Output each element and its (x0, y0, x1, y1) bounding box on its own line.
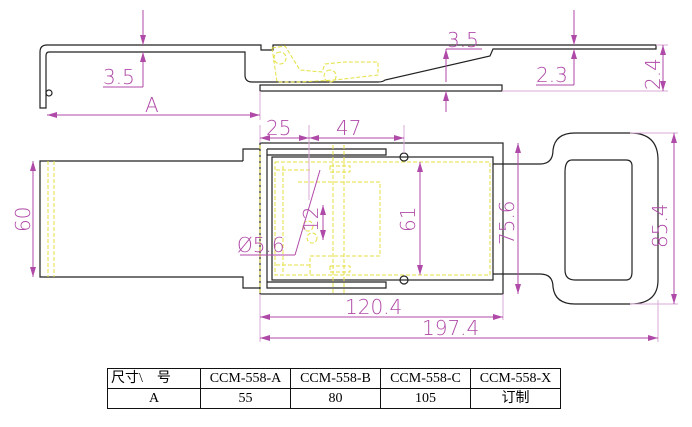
handle-outer (493, 132, 659, 305)
dim-handle-height: 85.4 (648, 203, 672, 248)
hidden-mechanism (259, 145, 491, 294)
table-row: A 55 80 105 订制 (107, 388, 561, 409)
dim-base-length: 120.4 (345, 295, 402, 319)
dim-hole-spacing: 12 (299, 207, 323, 232)
slider-plate (271, 156, 494, 281)
dim-offset-25: 25 (266, 116, 291, 140)
table-cell: 订制 (470, 388, 561, 409)
dim-base-width: 75.6 (495, 200, 519, 245)
dim-mid-gap: 3.5 (447, 28, 479, 52)
dim-hole-diameter: Ø5.6 (237, 233, 285, 257)
table-header-row: 尺寸\ 号 CCM-558-A CCM-558-B CCM-558-C CCM-… (107, 368, 561, 389)
table-header-cell: CCM-558-B (290, 368, 381, 389)
table-cell: A (107, 388, 201, 409)
base-frame (259, 142, 504, 295)
dim-right-height: 2.4 (641, 58, 665, 90)
strap-outline (39, 148, 260, 289)
leader-line (294, 169, 321, 256)
hidden-hole (306, 232, 318, 244)
side-pin-hole (45, 89, 53, 97)
dim-total-length: 197.4 (422, 316, 479, 340)
table-cell: 105 (380, 388, 471, 409)
size-table: 尺寸\ 号 CCM-558-A CCM-558-B CCM-558-C CCM-… (107, 368, 561, 409)
dim-inner-width: 61 (396, 207, 420, 232)
handle-inner (564, 159, 633, 281)
dim-right-thickness: 2.3 (536, 63, 568, 87)
table-header-cell: 尺寸\ 号 (107, 368, 201, 389)
dim-strap-width: 60 (11, 207, 35, 232)
side-base-plate (259, 84, 503, 92)
dim-offset-47: 47 (336, 116, 361, 140)
dim-left-thickness: 3.5 (103, 65, 135, 89)
dim-length-a: A (145, 93, 159, 117)
side-hidden-lever (271, 45, 379, 83)
table-header-cell: CCM-558-A (200, 368, 291, 389)
table-cell: 80 (290, 388, 381, 409)
base-rails (266, 148, 387, 289)
side-view: 3.5 A 3.5 2.3 2.4 (39, 10, 668, 120)
table-cell: 55 (200, 388, 291, 409)
top-view: 60 25 47 Ø5.6 12 61 75.6 85.4 120.4 197.… (11, 116, 678, 342)
table-header-cell: CCM-558-C (380, 368, 471, 389)
table-header-cell: CCM-558-X (470, 368, 561, 389)
hidden-hole (302, 220, 314, 232)
slot-hole (399, 275, 409, 285)
side-hook-outline (39, 44, 657, 109)
